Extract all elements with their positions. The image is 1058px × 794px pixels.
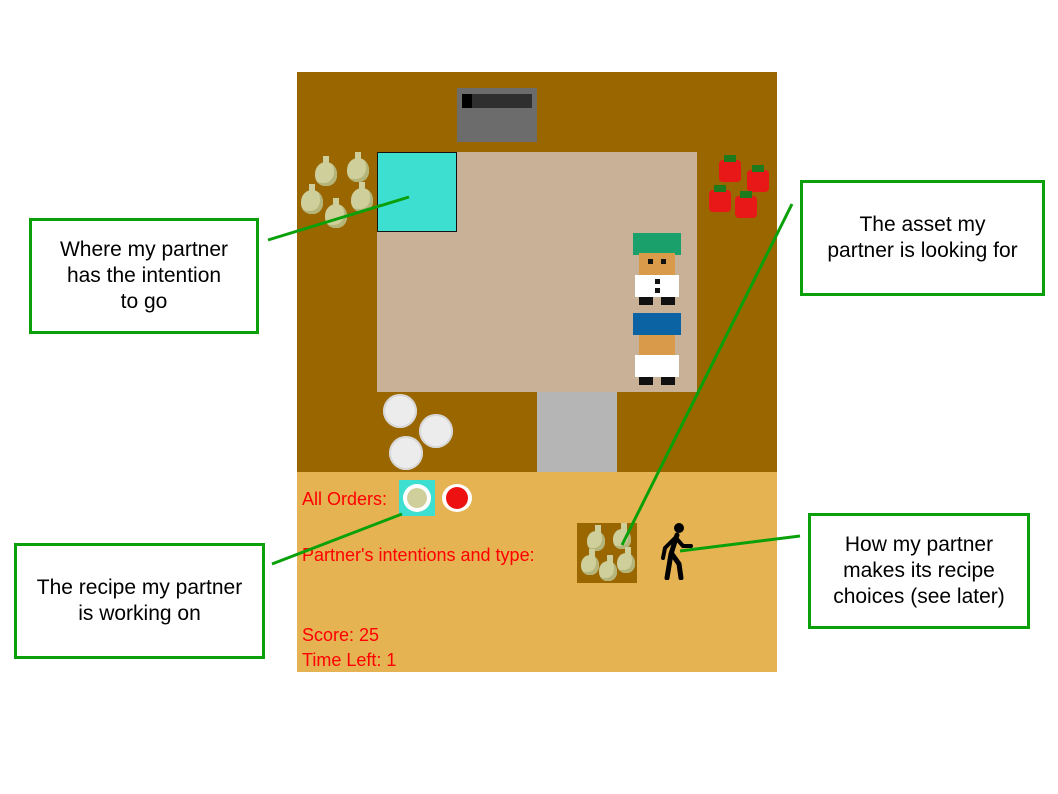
serving-station [537,392,617,472]
cooking-pot [457,88,537,142]
callout-intention-location: Where my partner has the intention to go [29,218,259,334]
walking-person-icon [661,523,693,580]
kitchen-game-board: All Orders: Partner's intentions and typ… [297,72,777,672]
score-text: Score: 25 [302,625,380,645]
dish-dispenser [377,392,457,472]
connector-recipe [271,512,403,566]
time-left-text: Time Left: 1 [302,650,397,670]
partner-chef [633,233,681,307]
connector-type [679,534,801,553]
all-orders-label: All Orders: [302,489,388,509]
onion-dispenser [297,152,377,232]
callout-asset: The asset my partner is looking for [800,180,1045,296]
connector-asset [620,203,794,546]
onion-soup-icon [399,480,435,516]
callout-recipe: The recipe my partner is working on [14,543,265,659]
connector-intention [267,195,410,242]
partner-intended-location-highlight [377,152,457,232]
callout-choice-type: How my partner makes its recipe choices … [808,513,1030,629]
partner-intentions-label: Partner's intentions and type: [302,545,535,565]
onion-icon [577,523,637,583]
hud-panel: All Orders: Partner's intentions and typ… [297,472,777,672]
tomato-soup-icon [439,480,475,516]
tomato-dispenser [697,152,777,232]
player-chef [633,313,681,387]
